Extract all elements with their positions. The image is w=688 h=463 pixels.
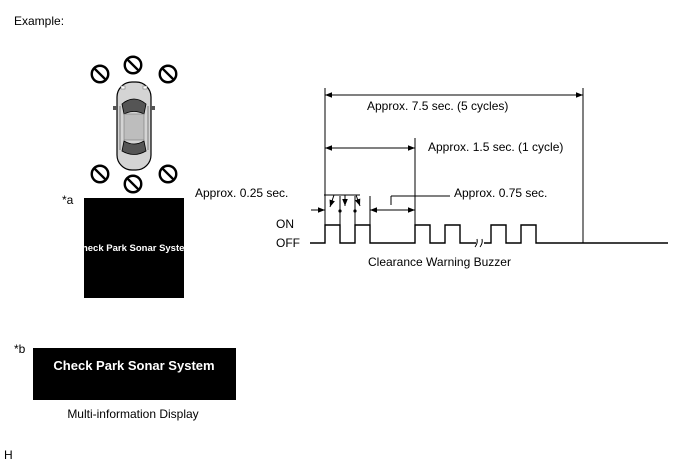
break-symbol-icon xyxy=(474,238,483,248)
on-level-label: ON xyxy=(276,217,294,231)
total-duration-label: Approx. 7.5 sec. (5 cycles) xyxy=(367,99,508,113)
timing-dot xyxy=(338,209,342,213)
on-time-label: Approx. 0.25 sec. xyxy=(195,186,288,200)
off-level-label: OFF xyxy=(276,236,300,250)
display-caption: Multi-information Display xyxy=(67,407,198,421)
no-sign-icon xyxy=(90,164,110,184)
no-sign-icon xyxy=(123,174,143,194)
no-sign-icon xyxy=(90,64,110,84)
waveform-caption: Clearance Warning Buzzer xyxy=(368,255,511,269)
marker-a: *a xyxy=(62,193,74,207)
no-sign-icon xyxy=(123,55,143,75)
example-heading: Example: xyxy=(14,14,64,28)
large-display-message: Check Park Sonar System xyxy=(53,358,214,373)
marker-b: *b xyxy=(14,342,26,356)
no-sign-icon xyxy=(158,164,178,184)
footer-code: H xyxy=(4,448,13,462)
no-sign-icon xyxy=(158,64,178,84)
cycle-duration-label: Approx. 1.5 sec. (1 cycle) xyxy=(428,140,563,154)
buzzer-waveform xyxy=(310,224,668,244)
large-display-screen xyxy=(33,348,236,400)
timing-dimension-lines xyxy=(311,88,584,243)
car-top-view-icon xyxy=(113,81,155,171)
small-display-message: Check Park Sonar System xyxy=(75,243,193,254)
small-display-screen xyxy=(84,198,184,298)
timing-dot xyxy=(353,209,357,213)
off-time-label: Approx. 0.75 sec. xyxy=(454,186,547,200)
